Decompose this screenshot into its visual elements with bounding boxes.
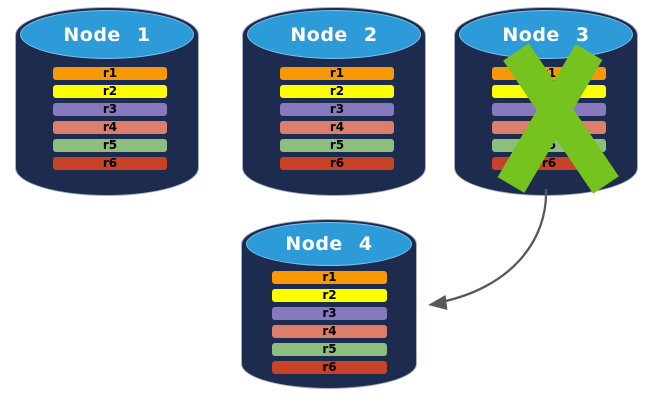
- replica-row-r2: r2: [53, 85, 167, 98]
- node-2-cylinder-top: Node 2: [247, 10, 421, 59]
- failover-arrow-curve: [435, 188, 548, 305]
- node-1-cylinder: Node 1 r1 r2 r3 r4 r5 r6: [15, 7, 199, 196]
- node-3-cylinder-top: Node 3: [459, 10, 633, 59]
- node-4-cylinder: Node 4 r1 r2 r3 r4 r5 r6: [241, 219, 417, 389]
- replica-row-r2: r2: [280, 85, 394, 98]
- failure-x-icon: [497, 43, 619, 194]
- node-2-title: Node 2: [290, 23, 378, 46]
- replica-row-r5: r5: [53, 139, 167, 152]
- replica-row-r1: r1: [280, 67, 394, 80]
- replica-row-r4: r4: [53, 121, 167, 134]
- replica-row-r6: r6: [280, 157, 394, 170]
- replica-row-r4: r4: [280, 121, 394, 134]
- node-3-title: Node 3: [502, 23, 590, 46]
- node-4-title: Node 4: [285, 233, 373, 255]
- replica-row-r1: r1: [272, 271, 387, 284]
- replica-row-r3: r3: [272, 307, 387, 320]
- node-2-replica-list: r1 r2 r3 r4 r5 r6: [280, 67, 394, 175]
- replica-row-r1: r1: [53, 67, 167, 80]
- node-1-title: Node 1: [63, 23, 151, 46]
- node-1-cylinder-top: Node 1: [20, 10, 194, 59]
- replica-row-r6: r6: [272, 361, 387, 374]
- node-4-cylinder-top: Node 4: [246, 222, 412, 266]
- replica-row-r4: r4: [272, 325, 387, 338]
- failover-arrowhead-icon: [428, 295, 448, 310]
- node-1-replica-list: r1 r2 r3 r4 r5 r6: [53, 67, 167, 175]
- replica-row-r5: r5: [280, 139, 394, 152]
- replica-row-r3: r3: [53, 103, 167, 116]
- node-4-replica-list: r1 r2 r3 r4 r5 r6: [272, 271, 387, 379]
- replica-row-r6: r6: [53, 157, 167, 170]
- replica-row-r3: r3: [280, 103, 394, 116]
- replica-row-r5: r5: [272, 343, 387, 356]
- node-2-cylinder: Node 2 r1 r2 r3 r4 r5 r6: [242, 7, 426, 196]
- replica-row-r2: r2: [272, 289, 387, 302]
